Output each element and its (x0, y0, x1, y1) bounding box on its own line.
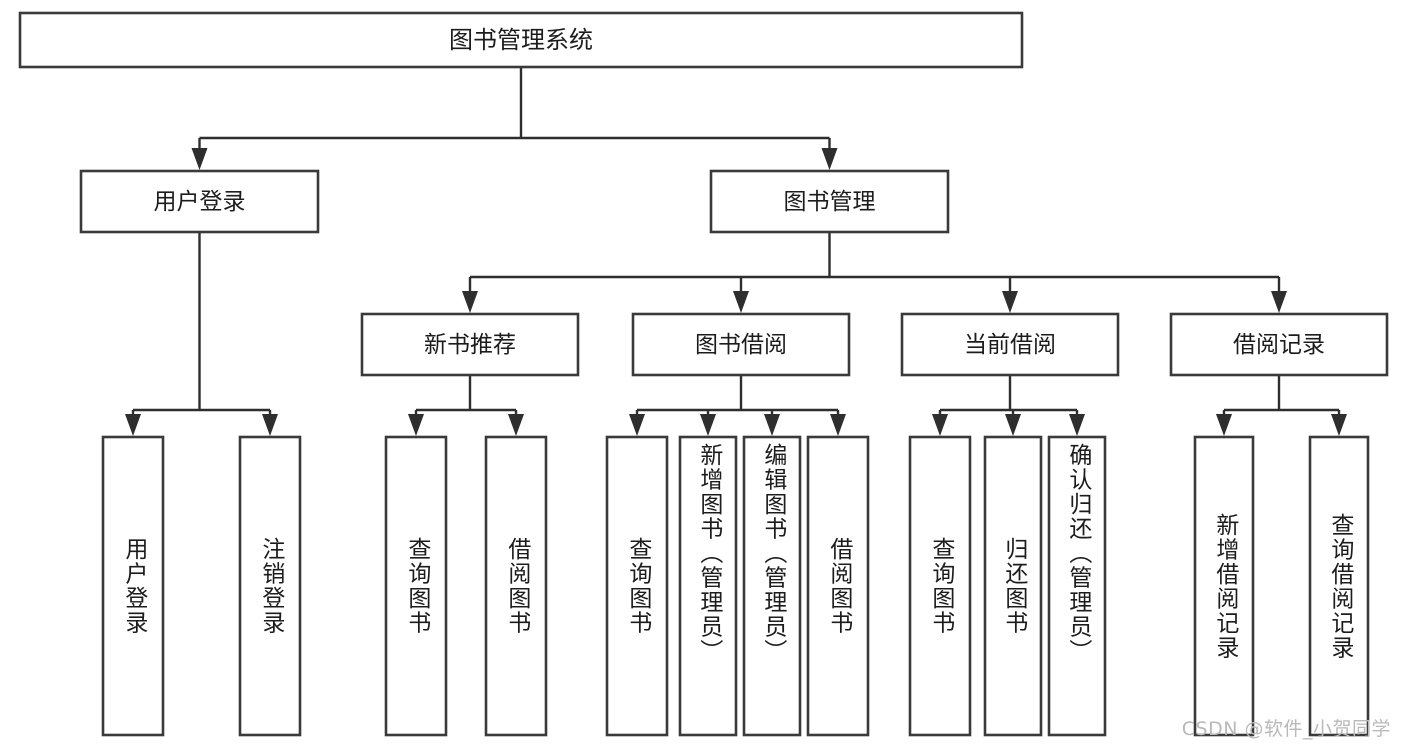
arrow-head-icon (1069, 414, 1085, 436)
arrow-head-icon (629, 414, 645, 436)
node-current-borrow (900, 312, 1120, 377)
node-label-user-login: 用户登录 (154, 189, 246, 215)
node-root (18, 11, 1024, 69)
leaf-leaf-return-book (983, 435, 1043, 737)
connector-layer (125, 67, 1347, 436)
arrow-head-icon (462, 291, 478, 313)
arrow-head-icon (408, 414, 424, 436)
node-user-login (79, 169, 320, 234)
arrow-head-icon (733, 291, 749, 313)
arrow-head-icon (700, 414, 716, 436)
leaf-leaf-add-borrow-record (1193, 435, 1255, 737)
arrow-head-icon (125, 414, 141, 436)
arrow-head-icon (764, 414, 780, 436)
node-borrow-record (1169, 312, 1389, 377)
leaf-leaf-add-book-admin (678, 435, 738, 737)
arrow-head-icon (1271, 291, 1287, 313)
node-label-root: 图书管理系统 (449, 26, 593, 54)
arrow-head-icon (932, 414, 948, 436)
node-new-book-recommend (360, 312, 580, 377)
node-label-book-borrow: 图书借阅 (695, 332, 787, 358)
leaf-leaf-query-book-2 (605, 435, 669, 737)
arrow-head-icon (821, 148, 838, 170)
arrow-head-icon (1216, 414, 1232, 436)
arrow-head-icon (1002, 291, 1018, 313)
leaf-leaf-borrow-book-1 (484, 435, 548, 737)
leaf-leaf-user-login (101, 435, 165, 737)
leaf-leaf-user-logout (238, 435, 302, 737)
arrow-head-icon (191, 148, 208, 170)
leaf-leaf-borrow-book-2 (806, 435, 870, 737)
box-layer (18, 11, 1389, 737)
watermark: CSDN @软件_小贺同学 (1181, 718, 1391, 740)
leaf-leaf-confirm-return-admin (1047, 435, 1107, 737)
arrow-head-icon (1331, 414, 1347, 436)
node-book-manage (709, 169, 950, 234)
arrow-head-icon (830, 414, 846, 436)
node-book-borrow (631, 312, 851, 377)
arrow-head-icon (262, 414, 278, 436)
leaf-leaf-query-borrow-record (1308, 435, 1370, 737)
node-label-new-book-recommend: 新书推荐 (424, 332, 516, 358)
leaf-leaf-query-book-3 (908, 435, 972, 737)
arrow-head-icon (1005, 414, 1021, 436)
leaf-leaf-edit-book-admin (742, 435, 802, 737)
node-label-current-borrow: 当前借阅 (964, 332, 1056, 358)
node-label-borrow-record: 借阅记录 (1233, 332, 1325, 358)
leaf-leaf-query-book-1 (384, 435, 448, 737)
arrow-head-icon (508, 414, 524, 436)
node-label-book-manage: 图书管理 (784, 189, 876, 215)
